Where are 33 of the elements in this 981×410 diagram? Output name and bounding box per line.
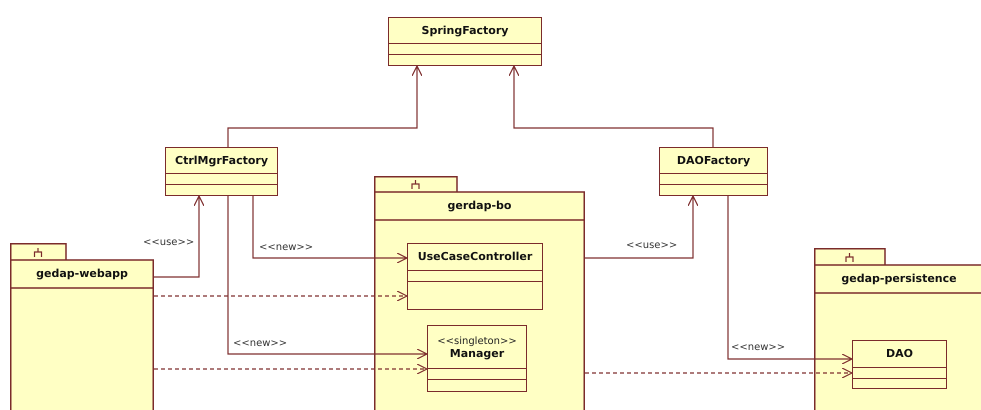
package-name: gedap-persistence — [840, 272, 958, 285]
arrow — [227, 196, 428, 360]
edge-label: <<new>> — [730, 342, 786, 353]
dependency-arrow — [585, 367, 853, 379]
package — [374, 176, 585, 410]
class-name: CtrlMgrFactory — [174, 154, 269, 166]
dependency-arrow — [154, 290, 408, 302]
dependency-arrow — [154, 363, 428, 375]
edge-label: <<use>> — [142, 237, 196, 248]
class-name: DAOFactory — [676, 154, 752, 166]
class-box — [165, 147, 278, 196]
class-name: DAO — [885, 347, 914, 360]
class-box — [407, 243, 543, 310]
stereotype-label: <<singleton>> — [436, 336, 518, 347]
class-box — [659, 147, 768, 196]
package-name: gerdap-bo — [446, 199, 512, 212]
arrow — [508, 65, 714, 147]
class-name: Manager — [448, 347, 506, 360]
edge-label: <<use>> — [625, 240, 678, 251]
package-name: gedap-webapp — [35, 267, 129, 280]
class-box — [852, 340, 947, 389]
arrow — [252, 196, 408, 264]
package — [814, 248, 981, 410]
class-name: UseCaseController — [416, 250, 534, 263]
arrow — [154, 195, 205, 278]
class-box — [388, 17, 542, 66]
class-name: SpringFactory — [420, 24, 510, 36]
arrow — [727, 196, 853, 365]
edge-label: <<new>> — [232, 338, 288, 349]
arrow — [585, 195, 699, 259]
edge-label: <<new>> — [258, 242, 314, 253]
class-box — [427, 325, 527, 392]
arrow — [227, 65, 423, 147]
